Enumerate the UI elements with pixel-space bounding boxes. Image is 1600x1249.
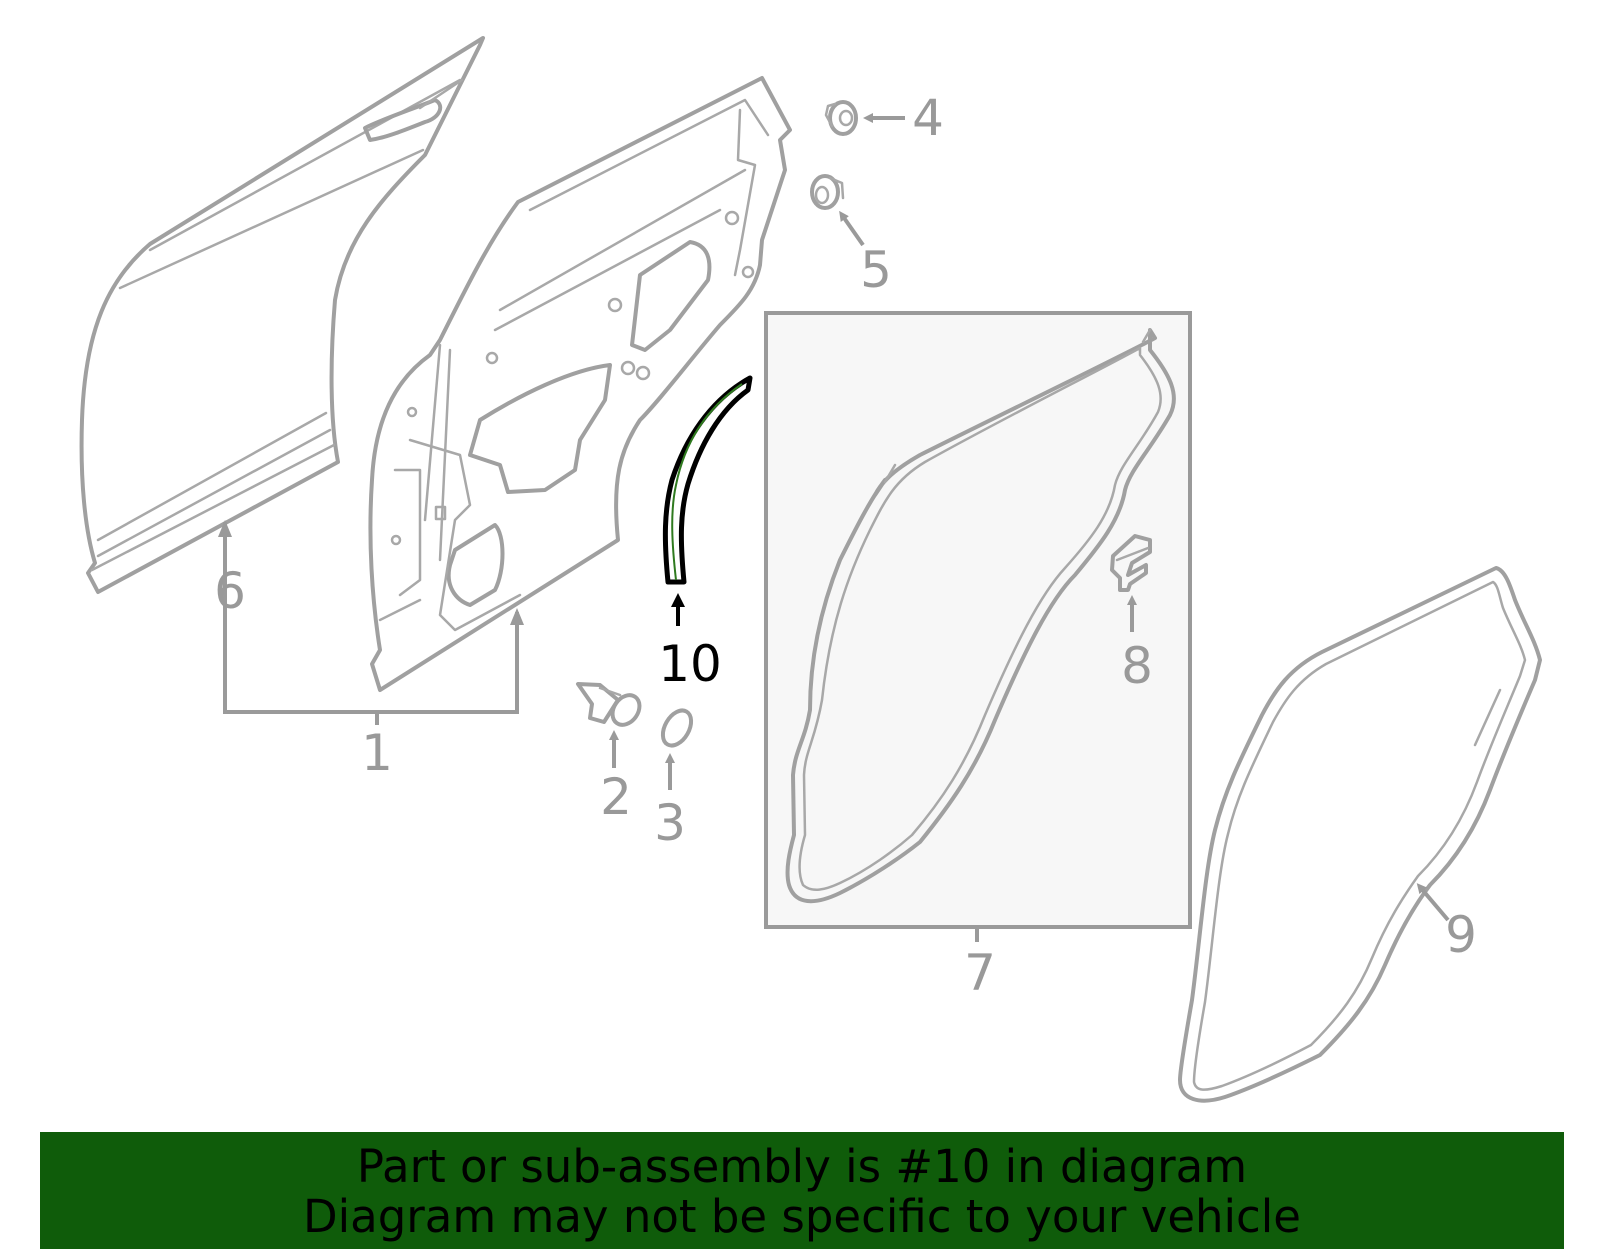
callout-3: 3	[654, 794, 686, 852]
weatherstrip-group-box-7	[764, 311, 1192, 929]
info-banner: Part or sub-assembly is #10 in diagram D…	[40, 1132, 1564, 1249]
callout-8: 8	[1121, 637, 1153, 695]
callout-5: 5	[860, 241, 892, 299]
callout-4: 4	[912, 89, 944, 147]
clip-part-8	[1110, 534, 1152, 592]
weatherstrip-part-10	[662, 375, 753, 585]
plug-part-5	[810, 174, 845, 210]
callout-1-bracket	[218, 520, 524, 725]
body-weatherstrip-part-9	[1178, 566, 1542, 1103]
callout-9: 9	[1445, 906, 1477, 964]
door-inner-panel	[368, 76, 792, 692]
o-ring-part-3	[660, 708, 694, 748]
callout-7: 7	[964, 944, 996, 1002]
grommet-part-4	[824, 100, 858, 136]
callout-6: 6	[214, 562, 246, 620]
door-outer-skin	[79, 36, 485, 594]
callout-2: 2	[600, 768, 632, 826]
callout-1: 1	[361, 724, 393, 782]
clip-part-2	[576, 682, 642, 727]
banner-line-2: Diagram may not be specific to your vehi…	[303, 1190, 1301, 1243]
callout-10: 10	[658, 635, 722, 693]
banner-line-1: Part or sub-assembly is #10 in diagram	[356, 1140, 1248, 1193]
